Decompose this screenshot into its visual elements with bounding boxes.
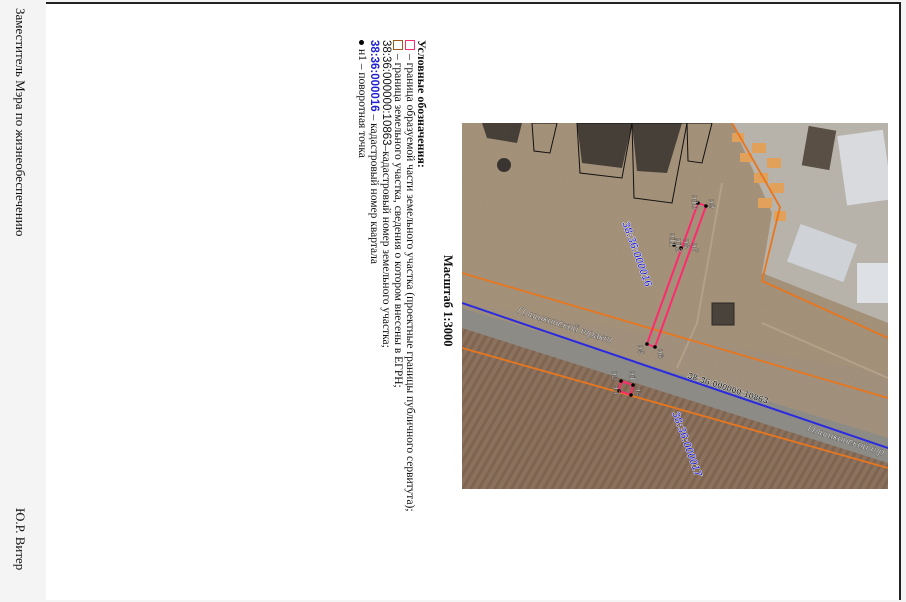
legend-title: Условные обозначения: (415, 40, 429, 168)
point-label-n9: н9 (707, 199, 717, 209)
legend-parcel-code-row: 38:36:000000:10863 –кадастровый номер зе… (380, 40, 392, 512)
legend-parcel-code: 38:36:000000:10863 (380, 40, 392, 146)
legend: Условные обозначения: – граница образуем… (356, 40, 429, 512)
parcel-boundary-south (462, 347, 888, 469)
legend-quarter-row: 38:36:000016 – кадастровый номер квартал… (368, 40, 380, 512)
legend-point-text: н1 – поворотная точка (356, 49, 368, 158)
legend-parcel-code-text: –кадастровый номер земельного участка; (380, 145, 392, 348)
point-marker-icon (359, 40, 365, 45)
legend-servitude-row: – граница образуемой части земельного уч… (404, 40, 416, 512)
satellite-map[interactable]: н10 н9 н11 н12 н8 н7 н6 н5 н2 н1 н3 н4 3… (462, 123, 888, 489)
legend-parcel-text: – граница земельного участка, сведения о… (392, 54, 404, 388)
timber-stacks (732, 133, 786, 221)
legend-servitude-text: – граница образуемой части земельного уч… (404, 54, 416, 512)
legend-quarter-text: – кадастровый номер квартала (368, 114, 380, 265)
industrial-fence (731, 123, 888, 339)
parcel-swatch (393, 40, 403, 50)
map-scale: Масштаб 1:3000 (441, 255, 455, 347)
quarter-boundary (462, 302, 888, 449)
warehouse-1 (837, 129, 888, 206)
point-label-n5: н5 (636, 345, 646, 355)
dirt-tracks (676, 182, 888, 379)
turning-points (617, 201, 708, 397)
warehouse-2 (786, 223, 858, 283)
signature-name: Ю.Р. Витер (13, 508, 28, 571)
point-label-n8: н8 (682, 239, 692, 249)
point-label-n11: н11 (668, 233, 678, 247)
point-label-n10: н10 (690, 195, 700, 209)
point-label-n7: н7 (690, 243, 700, 253)
ruins (482, 123, 682, 173)
round-tank (497, 158, 511, 172)
point-label-n12: н12 (674, 238, 684, 252)
legend-parcel-row: – граница земельного участка, сведения о… (392, 40, 404, 512)
garage-outlines (531, 123, 713, 204)
signature-position: Заместитель Мэра по жизнеобеспечению (13, 8, 28, 237)
dark-building (801, 125, 837, 171)
point-label-n6: н6 (656, 349, 666, 359)
legend-point-row: н1 – поворотная точка (356, 40, 368, 512)
point-label-n4: н4 (634, 387, 644, 397)
small-structure (711, 302, 735, 326)
point-label-n1: н1 (628, 371, 638, 381)
legend-quarter-code: 38:36:000016 (368, 40, 380, 112)
road-surface (462, 308, 888, 463)
warehouse-3 (857, 263, 888, 303)
point-label-n2: н2 (610, 371, 620, 381)
servitude-swatch (405, 40, 415, 50)
point-label-n3: н3 (612, 385, 622, 395)
parcel-boundary-north (462, 272, 888, 399)
